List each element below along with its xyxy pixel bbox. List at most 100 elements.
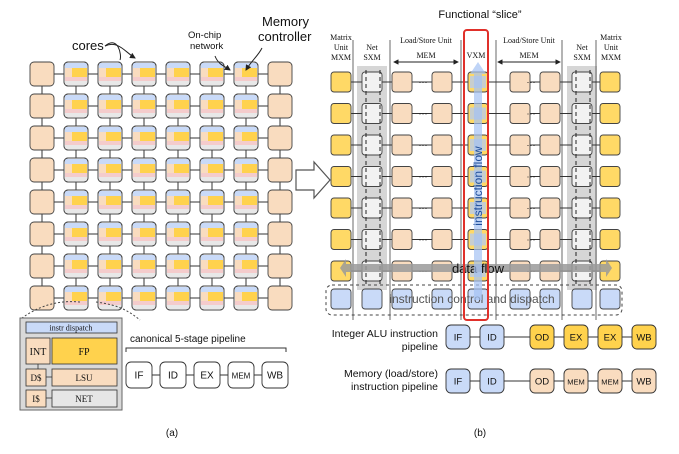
dispatch-tile	[571, 288, 593, 310]
icache-label: I$	[32, 394, 40, 404]
instr-dispatch-label: instr dispatch	[50, 324, 93, 333]
core-tile	[131, 125, 157, 151]
mem-tile	[431, 134, 453, 156]
dispatch-tile	[391, 288, 413, 310]
memory-stage-label: IF	[454, 377, 463, 388]
canonical-stage-label: ID	[168, 371, 178, 382]
mem-tile	[431, 229, 453, 250]
core-tile	[97, 221, 123, 247]
core-tile	[233, 189, 259, 215]
memory-stage-label: OD	[535, 377, 549, 388]
mxm-tile	[330, 71, 352, 93]
mxm-tile	[330, 103, 352, 124]
ellipsis: ···	[419, 203, 428, 213]
int-alu-stage-label: IF	[454, 333, 463, 344]
sxm-tile	[361, 103, 383, 124]
memory-controller-tile	[29, 285, 55, 311]
sxm-tile	[571, 229, 593, 250]
memory-controller-tile	[267, 125, 293, 151]
instruction-control-boundary	[325, 284, 623, 316]
memory-controller-tile	[267, 157, 293, 183]
int-alu-stage-label: EX	[570, 333, 583, 344]
sxm-tile	[361, 229, 383, 250]
mem-tile	[539, 134, 561, 156]
core-tile	[199, 125, 225, 151]
mem-tile	[539, 197, 561, 219]
int-label: INT	[30, 347, 47, 358]
memory-controller-tile	[267, 93, 293, 119]
mem-tile	[431, 166, 453, 187]
sxm-left-header: Net	[366, 43, 378, 52]
core-tile	[63, 125, 89, 151]
memory-stage-label: MEM	[567, 378, 585, 387]
mem-tile	[509, 103, 531, 124]
core-tile	[199, 189, 225, 215]
core-tile	[165, 285, 191, 311]
ellipsis: ···	[527, 140, 536, 150]
memory-pipeline-label: Memory (load/store)instruction pipeline	[344, 368, 438, 393]
mem-tile	[539, 229, 561, 250]
dcache-label: D$	[31, 373, 42, 383]
canonical-stage	[261, 361, 289, 389]
sxm-tile	[571, 134, 593, 156]
mxm-tile	[599, 103, 621, 124]
core-tile	[131, 157, 157, 183]
ellipsis: ···	[527, 203, 536, 213]
core-tile	[131, 189, 157, 215]
sxm-tile	[361, 166, 383, 187]
int-alu-stage-label: EX	[604, 333, 617, 344]
core-tile	[131, 93, 157, 119]
core-tile	[165, 221, 191, 247]
caption-a: (a)	[166, 428, 178, 439]
memory-controller-tile	[267, 253, 293, 279]
memory-stage-label: MEM	[601, 378, 619, 387]
core-tile	[131, 61, 157, 87]
sxm-tile	[571, 166, 593, 187]
core-tile	[233, 253, 259, 279]
core-tile	[97, 253, 123, 279]
canonical-stage-label: WB	[267, 371, 283, 382]
mem-tile	[391, 103, 413, 124]
mxm-tile	[599, 71, 621, 93]
core-tile	[165, 61, 191, 87]
core-tile	[233, 285, 259, 311]
mem-tile	[539, 71, 561, 93]
mem-left-header: Load/Store Unit	[400, 36, 453, 45]
memory-controller-tile	[29, 125, 55, 151]
core-tile	[63, 61, 89, 87]
canonical-pipeline-label: canonical 5-stage pipeline	[130, 334, 246, 345]
zoom-link-2	[95, 301, 141, 321]
core-tile	[63, 285, 89, 311]
mem-tile	[431, 197, 453, 219]
mem-tile	[391, 197, 413, 219]
network-pointer	[214, 55, 231, 71]
sxm-tile	[361, 134, 383, 156]
core-tile	[97, 285, 123, 311]
sxm-right-header: Net	[576, 43, 588, 52]
net-label: NET	[75, 394, 93, 404]
memory-controller-tile	[267, 221, 293, 247]
ellipsis: ···	[527, 235, 536, 245]
core-tile	[233, 157, 259, 183]
mem-tile	[509, 71, 531, 93]
mem-right-header: MEM	[519, 51, 538, 60]
ellipsis: ···	[419, 235, 428, 245]
ellipsis: ···	[527, 172, 536, 182]
mem-tile	[431, 103, 453, 124]
net-unit	[51, 389, 118, 408]
mxm-tile	[599, 197, 621, 219]
mem-tile	[391, 71, 413, 93]
ellipsis: ···	[419, 140, 428, 150]
ellipsis: ···	[419, 77, 428, 87]
int-alu-stage	[631, 324, 657, 350]
int-unit	[25, 337, 51, 365]
memory-controller-tile	[29, 221, 55, 247]
caption-b: (b)	[474, 428, 486, 439]
mxm-tile	[330, 197, 352, 219]
